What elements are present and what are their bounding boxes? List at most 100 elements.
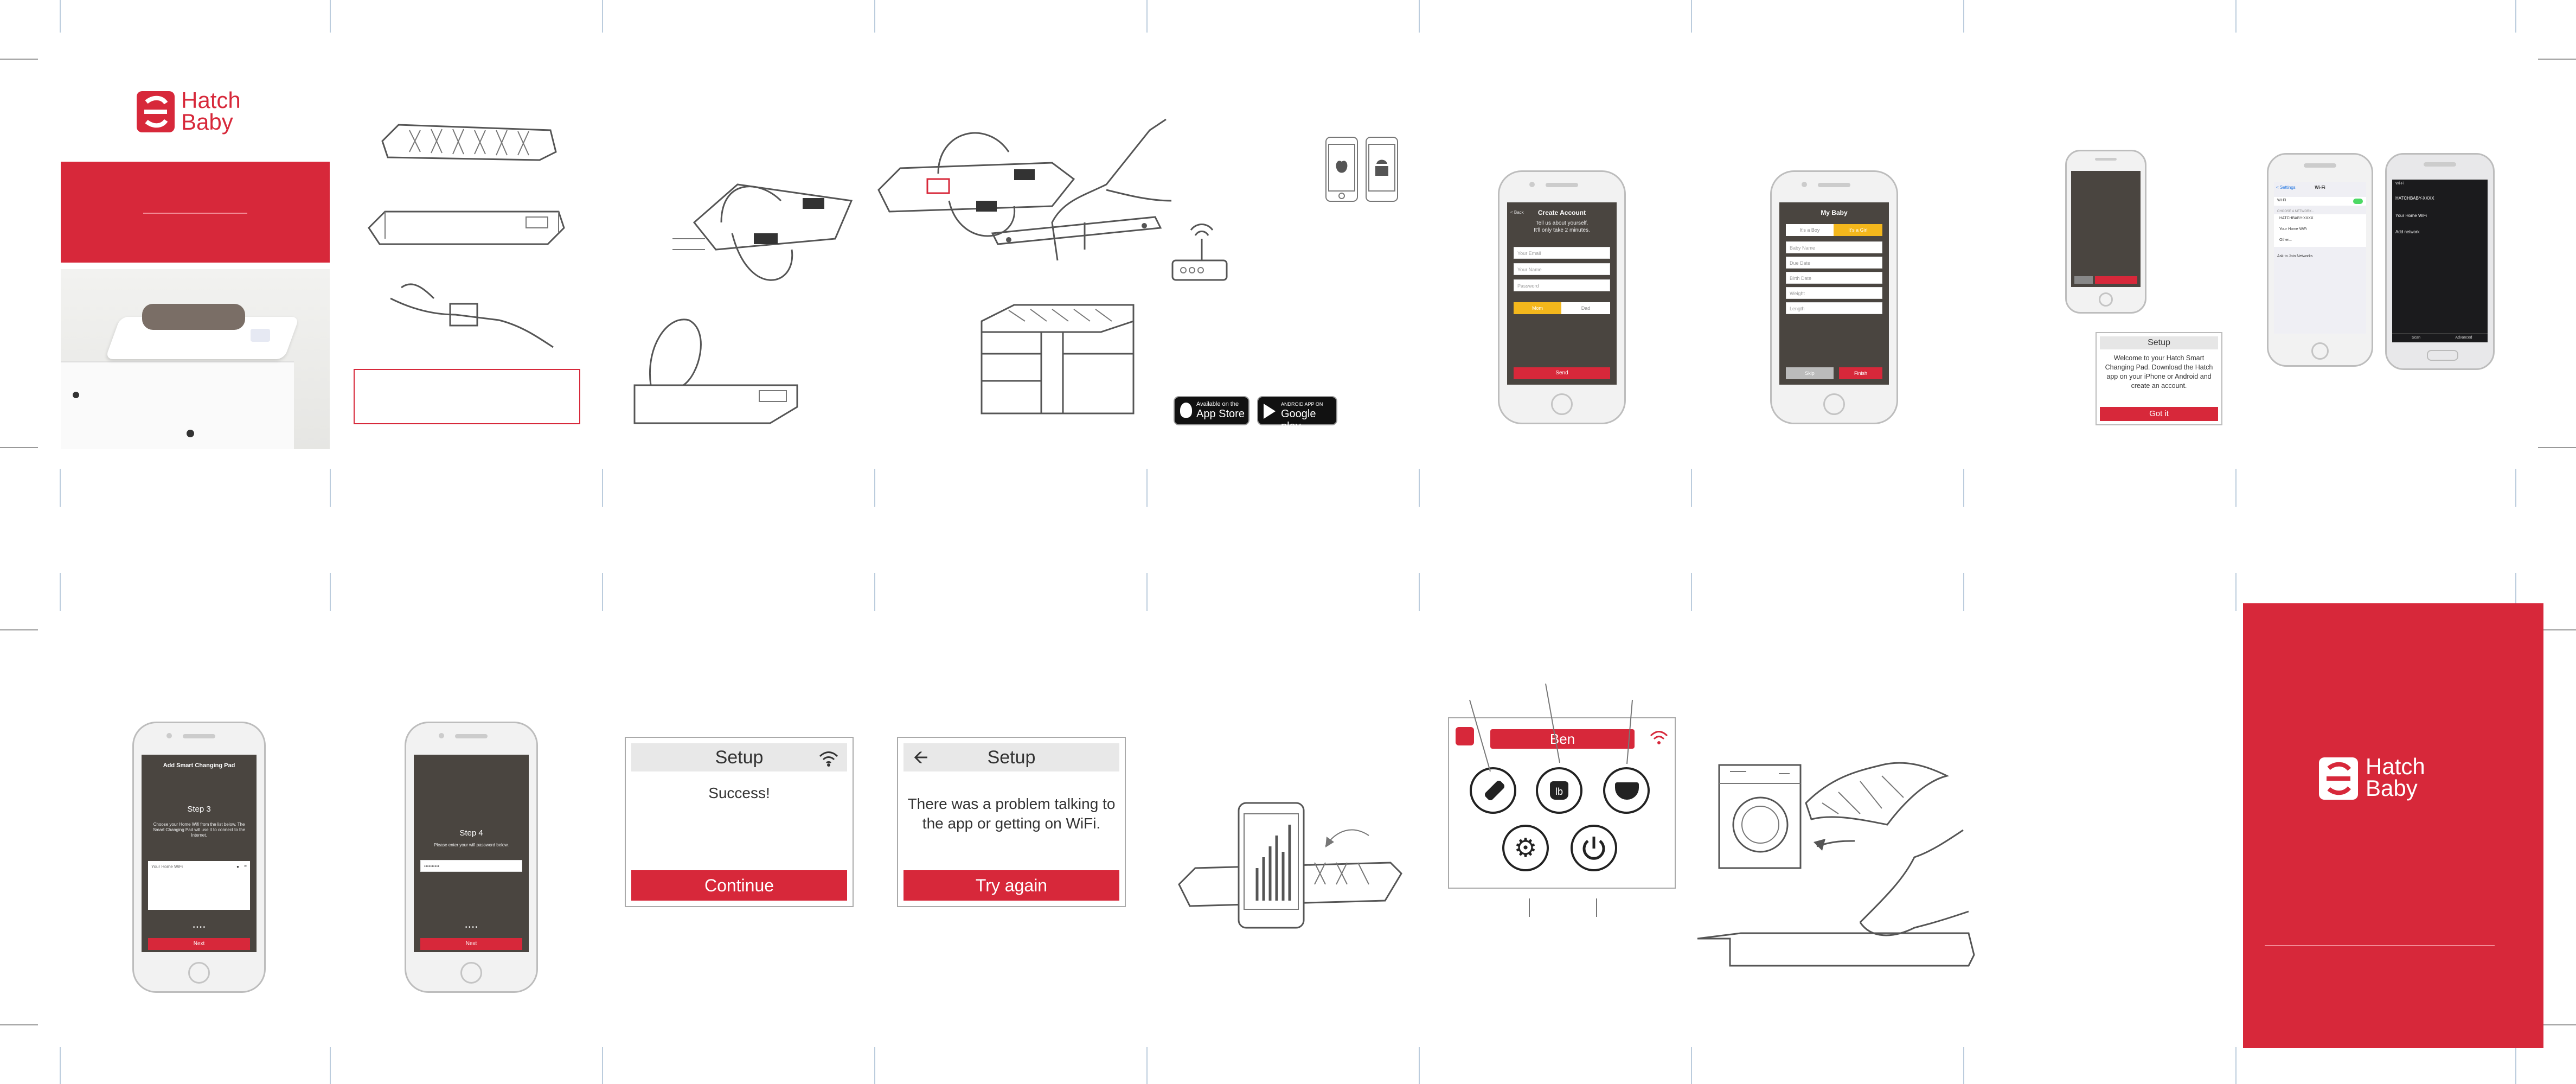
wifi-select-box[interactable]: Your Home WiFi ● ≈: [148, 861, 250, 910]
settings-back[interactable]: < Settings: [2276, 185, 2296, 190]
continue-button[interactable]: Continue: [631, 870, 847, 901]
feeding-button[interactable]: [1470, 767, 1516, 814]
wifi-label: Wi-Fi: [2277, 199, 2286, 202]
power-button[interactable]: [1571, 825, 1617, 871]
back-cover-divider: [2265, 945, 2495, 946]
strap-install-illustration-1: [672, 183, 853, 281]
router-illustration: [1171, 224, 1228, 281]
screen-subtitle: Tell us about yourself. It'll only take …: [1534, 220, 1590, 233]
phone-ios-wifi: < Settings Wi-Fi Wi-Fi CHOOSE A NETWORK.…: [2267, 153, 2373, 367]
power-icon: [1582, 837, 1605, 860]
step3-step: Step 3: [187, 805, 211, 814]
network-list: HATCHBABY-XXXX Your Home WiFi Other...: [2274, 214, 2366, 247]
toggle-mom[interactable]: Mom: [1514, 302, 1561, 314]
phone-small: [2065, 150, 2146, 314]
toggle-dad[interactable]: Dad: [1561, 302, 1610, 314]
back-arrow-icon[interactable]: 🡨: [913, 747, 928, 768]
device-hatch-logo: [1456, 727, 1474, 745]
dresser-knob: [73, 392, 79, 398]
password-field[interactable]: Password: [1514, 279, 1610, 291]
strap-buckle-illustration: [390, 283, 554, 348]
back-cover: Hatch Baby: [2243, 603, 2543, 1048]
success-title: Setup: [715, 747, 764, 768]
app-store-badge[interactable]: Available on the App Store: [1174, 396, 1249, 425]
android-home-button: [2427, 350, 2458, 361]
dresser-knob: [187, 430, 194, 437]
step3-next-button[interactable]: Next: [148, 938, 250, 950]
try-again-button[interactable]: Try again: [903, 870, 1119, 901]
screen-title: Create Account: [1537, 209, 1586, 216]
network-item-home[interactable]: Your Home WiFi: [2279, 227, 2307, 231]
google-play-badge[interactable]: ANDROID APP ON Google play: [1257, 396, 1337, 432]
pad-display: [251, 329, 270, 342]
pad-underside-illustration: [877, 118, 1172, 261]
network-item-other[interactable]: Other...: [2279, 238, 2292, 242]
app-store-big-text: App Store: [1196, 408, 1245, 420]
send-button[interactable]: Send: [1514, 367, 1610, 379]
step3-title: Add Smart Changing Pad: [163, 762, 235, 769]
step4-next-button[interactable]: Next: [420, 938, 522, 950]
wifi-signal-icon: ≈: [244, 863, 247, 869]
email-field[interactable]: Your Email: [1514, 247, 1610, 259]
wifi-title: Wi-Fi: [2315, 185, 2325, 190]
error-panel: 🡨 Setup There was a problem talking to t…: [897, 737, 1126, 907]
android-wifi-title: Wi-Fi: [2395, 182, 2405, 186]
weight-field[interactable]: Weight: [1786, 287, 1882, 299]
pad-illustration-top: [381, 124, 557, 161]
device-screen: Ben lb ⚙: [1448, 717, 1676, 889]
phone-step3: Add Smart Changing Pad Step 3 Choose you…: [132, 722, 266, 993]
got-it-button[interactable]: Got it: [2100, 407, 2218, 421]
android-advanced-button[interactable]: Advanced: [2440, 333, 2488, 342]
google-play-small-text: ANDROID APP ON: [1281, 401, 1323, 407]
back-logo-word-hatch: Hatch: [2366, 754, 2425, 779]
dresser: [61, 361, 294, 449]
google-play-big-text: Google play: [1281, 408, 1316, 432]
android-network-home[interactable]: Your Home WiFi: [2395, 213, 2427, 218]
due-date-field[interactable]: Due Date: [1786, 257, 1882, 269]
finish-button[interactable]: Finish: [1839, 367, 1882, 379]
phone-create-account: < Back Create Account Tell us about your…: [1498, 170, 1626, 424]
app-store-small-text: Available on the: [1196, 401, 1239, 407]
step4-instruction: Please enter your wifi password below.: [434, 843, 509, 847]
length-field[interactable]: Length: [1786, 302, 1882, 314]
pad-illustration-base: [368, 211, 565, 245]
cover-divider: [143, 213, 247, 214]
baby-name-field[interactable]: Baby Name: [1786, 241, 1882, 253]
weight-icon: lb: [1550, 781, 1568, 800]
device-wifi-icon: [1650, 731, 1668, 744]
skip-button[interactable]: Skip: [1786, 367, 1834, 379]
setup-dialog-title: Setup: [2100, 336, 2218, 349]
lock-icon: ●: [236, 864, 239, 869]
network-item-hatchbaby[interactable]: HATCHBABY-XXXX: [2279, 216, 2314, 220]
cleaning-illustration: [1697, 762, 1975, 967]
toggle-boy[interactable]: It's a Boy: [1786, 224, 1834, 236]
network-header: CHOOSE A NETWORK...: [2277, 210, 2315, 213]
android-wifi-screen: Wi-Fi HATCHBABY-XXXX Your Home WiFi Add …: [2392, 180, 2488, 342]
ios-wifi-screen: < Settings Wi-Fi Wi-Fi CHOOSE A NETWORK.…: [2274, 182, 2366, 334]
name-field[interactable]: Your Name: [1514, 263, 1610, 275]
small-screen-bottom-btn-grey: [2074, 276, 2093, 284]
android-small-icon: [1366, 137, 1398, 202]
wifi-password-field[interactable]: ••••••••••: [420, 860, 522, 872]
small-phone-screen: [2071, 171, 2141, 287]
small-screen-bottom-btn: [2095, 276, 2137, 284]
weighing-illustration: [1178, 802, 1402, 929]
pad-on-dresser-illustration: [981, 304, 1135, 415]
nav-back[interactable]: < Back: [1510, 210, 1524, 215]
toggle-girl[interactable]: It's a Girl: [1834, 224, 1882, 236]
weight-button[interactable]: lb: [1536, 767, 1582, 814]
wifi-select-item[interactable]: Your Home WiFi: [151, 864, 183, 869]
android-scan-button[interactable]: Scan: [2392, 333, 2440, 342]
android-network-hatchbaby[interactable]: HATCHBABY-XXXX: [2395, 196, 2434, 201]
birth-date-field[interactable]: Birth Date: [1786, 272, 1882, 284]
error-message: There was a problem talking to the app o…: [907, 795, 1116, 832]
cover-red-band: [61, 162, 330, 263]
wifi-switch[interactable]: [2353, 199, 2363, 204]
diaper-button[interactable]: [1603, 767, 1650, 814]
error-header: 🡨 Setup: [903, 743, 1119, 771]
info-box: [354, 369, 580, 424]
settings-button[interactable]: ⚙: [1502, 825, 1549, 871]
android-add-network[interactable]: Add network: [2395, 229, 2420, 234]
back-cover-logo: Hatch Baby: [2319, 755, 2460, 802]
step3-instruction: Choose your Home Wifi from the list belo…: [152, 822, 246, 838]
